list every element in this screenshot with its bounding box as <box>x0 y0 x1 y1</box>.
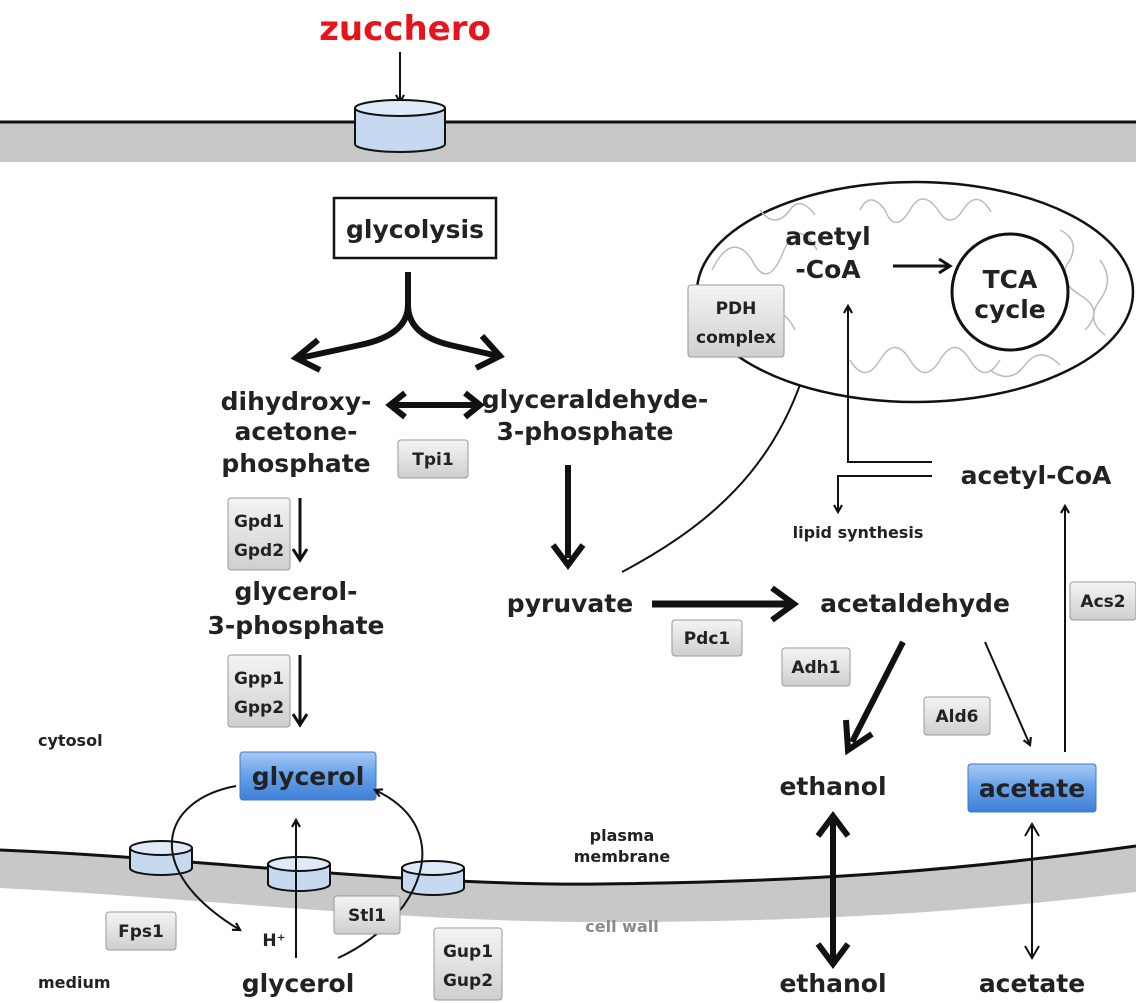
glycerol-medium-label: glycerol <box>242 969 355 998</box>
gpd-enzyme <box>227 497 291 571</box>
gpp2-label: Gpp2 <box>234 698 284 718</box>
gpp-enzyme <box>227 654 291 728</box>
pdc1-enzyme <box>671 619 743 657</box>
medium-label: medium <box>38 973 111 992</box>
adh1-arrow-head <box>843 719 874 756</box>
acetaldehyde-label: acetaldehyde <box>820 589 1010 618</box>
glycerol3p-line2: 3-phosphate <box>208 611 385 640</box>
ald6-label: Ald6 <box>936 707 979 727</box>
pdc1-arrow-head <box>770 585 800 623</box>
pdh-line1: PDH <box>716 299 757 319</box>
pdh-enzyme <box>687 284 785 358</box>
dhap-line1: dihydroxy- <box>221 387 372 416</box>
g3p-line2: 3-phosphate <box>497 417 674 446</box>
tca-line2: cycle <box>974 295 1045 324</box>
gup1-label: Gup1 <box>443 942 493 962</box>
lipid-synthesis-label: lipid synthesis <box>793 523 924 542</box>
pdh-line2: complex <box>696 328 776 348</box>
acetyl-coa-transfer-lines <box>838 306 932 512</box>
sugar-transporter <box>354 99 446 153</box>
acs2-enzyme <box>1069 581 1136 621</box>
glycerol-cytosol-label: glycerol <box>252 762 365 791</box>
adh1-enzyme <box>781 647 851 687</box>
ald6-enzyme <box>923 696 991 736</box>
adh1-label: Adh1 <box>791 658 840 678</box>
fps1-export-arrow <box>170 785 240 930</box>
glycerol-cytosol-box <box>239 751 377 801</box>
fps1-transporter <box>129 840 193 876</box>
ethanol-cytosol-label: ethanol <box>779 772 886 801</box>
dhap-line2: acetone- <box>235 417 358 446</box>
cell-wall-label: cell wall <box>585 917 658 936</box>
dhap-line3: phosphate <box>221 449 370 478</box>
stl1-enzyme <box>333 895 401 935</box>
plasma-membrane-line2: membrane <box>574 847 671 866</box>
tca-cycle-circle <box>950 232 1070 352</box>
acetyl-coa-mito-line1: acetyl <box>785 222 870 251</box>
acetyl-coa-mito-line2: -CoA <box>795 255 861 284</box>
g3p-to-pyruvate-head <box>550 543 586 570</box>
tpi1-enzyme <box>397 439 469 479</box>
gpd2-label: Gpd2 <box>234 541 284 561</box>
fps1-enzyme <box>105 911 177 951</box>
ethanol-exchange-arrow <box>815 811 851 969</box>
stl1-label: Stl1 <box>348 906 386 926</box>
top-membrane <box>0 120 1136 162</box>
acetate-cytosol-label: acetate <box>979 774 1085 803</box>
sugar-label: zucchero <box>319 9 491 49</box>
gpd1-label: Gpd1 <box>234 512 284 532</box>
acetyl-coa-cyto-label: acetyl-CoA <box>961 461 1112 490</box>
plasma-membrane-line1: plasma <box>590 826 655 845</box>
acetate-medium-label: acetate <box>979 969 1085 998</box>
stl1-transporter <box>267 856 331 892</box>
ethanol-medium-label: ethanol <box>779 969 886 998</box>
glycerol3p-line1: glycerol- <box>235 577 358 606</box>
proton-label: H⁺ <box>262 931 285 951</box>
gup2-label: Gup2 <box>443 971 493 991</box>
gup-enzyme <box>433 927 503 1001</box>
tpi1-label: Tpi1 <box>412 450 453 470</box>
gpp1-label: Gpp1 <box>234 669 284 689</box>
pdc1-label: Pdc1 <box>684 629 731 649</box>
gup-transporter <box>401 860 465 896</box>
ald6-arrow <box>984 641 1030 745</box>
cytosol-label: cytosol <box>38 731 103 750</box>
tpi-double-arrow <box>385 390 485 420</box>
gup-import-arrow <box>337 790 424 959</box>
glycolysis-label: glycolysis <box>346 215 484 244</box>
glycolysis-box <box>332 196 498 260</box>
g3p-line1: glyceraldehyde- <box>482 385 708 414</box>
tca-line1: TCA <box>983 265 1038 294</box>
pyruvate-label: pyruvate <box>507 589 633 618</box>
adh1-arrow <box>849 640 906 744</box>
glycolysis-split-arrow <box>290 272 505 373</box>
acetate-exchange-arrow <box>1024 822 1040 960</box>
fps1-label: Fps1 <box>118 922 164 942</box>
acs2-label: Acs2 <box>1080 592 1125 612</box>
acetate-cytosol-box <box>967 763 1097 813</box>
